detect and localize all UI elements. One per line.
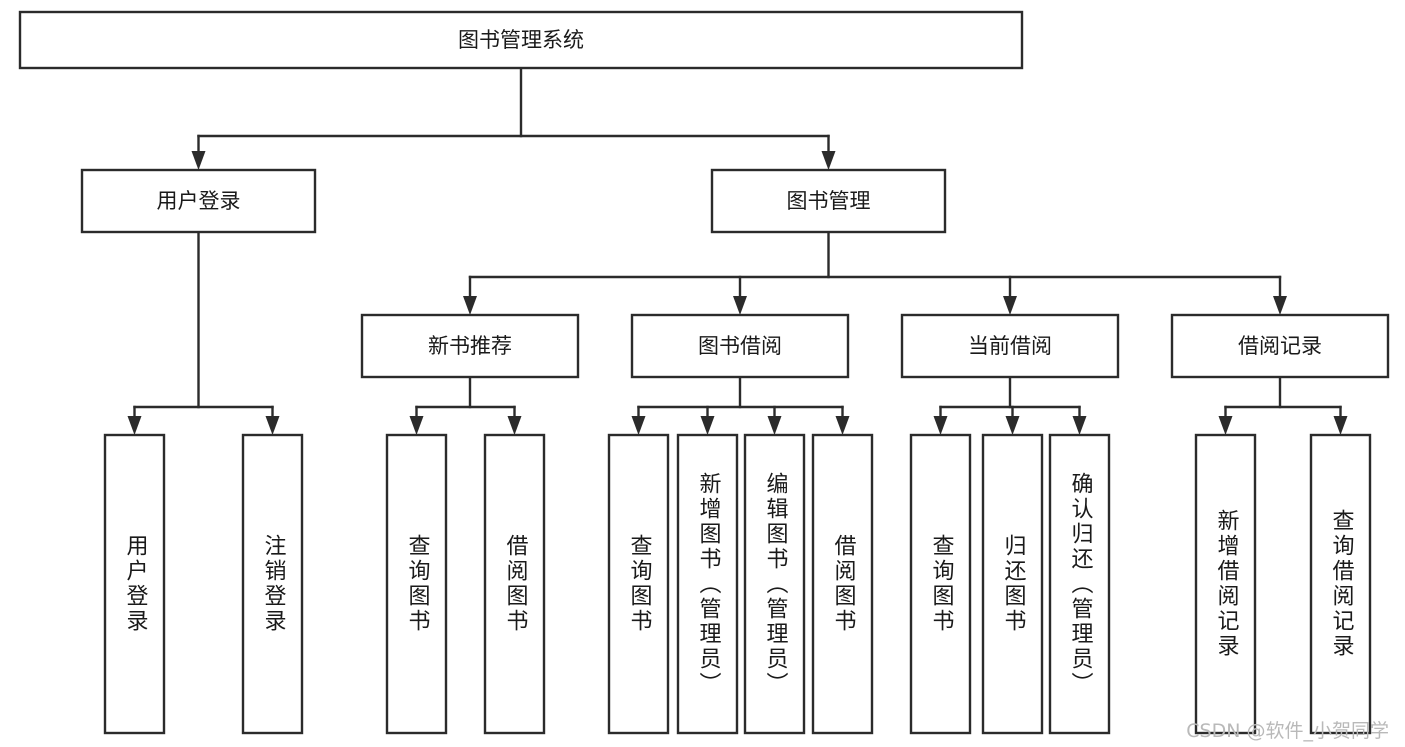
- node-title-label-0: 图书管理系统: [458, 28, 584, 52]
- node-leaf-8[interactable]: [909, 433, 972, 735]
- node-level3-3[interactable]: [1170, 313, 1390, 379]
- arrow-head-icon: [507, 416, 522, 435]
- node-level2-label-1: 图书管理: [787, 189, 871, 213]
- arrow-head-icon: [1333, 416, 1348, 435]
- arrow-head-icon: [1072, 416, 1087, 435]
- node-level3-label-0: 新书推荐: [428, 334, 512, 358]
- arrow-head-icon: [463, 296, 477, 315]
- node-leaf-7[interactable]: [811, 433, 874, 735]
- arrow-head-icon: [1218, 416, 1233, 435]
- arrow-head-icon: [191, 151, 206, 170]
- arrow-head-icon: [1003, 296, 1017, 315]
- arrow-head-icon: [821, 151, 836, 170]
- node-leaf-6[interactable]: [743, 433, 806, 735]
- node-level3-label-3: 借阅记录: [1238, 334, 1322, 358]
- node-level3-label-2: 当前借阅: [968, 334, 1052, 358]
- node-leaf-5[interactable]: [676, 433, 739, 735]
- node-leaf-2[interactable]: [385, 433, 448, 735]
- arrow-head-icon: [1005, 416, 1020, 435]
- arrow-head-icon: [767, 416, 782, 435]
- arrow-head-icon: [700, 416, 715, 435]
- arrow-head-icon: [1273, 296, 1287, 315]
- arrow-head-icon: [835, 416, 850, 435]
- csdn-watermark: CSDN @软件_小贺同学: [1186, 720, 1389, 742]
- node-level2-0[interactable]: [80, 168, 317, 234]
- arrow-head-icon: [733, 296, 747, 315]
- node-level2-1[interactable]: [710, 168, 947, 234]
- connector-layer: [127, 66, 1348, 435]
- arrow-head-icon: [409, 416, 424, 435]
- arrow-head-icon: [933, 416, 948, 435]
- node-leaf-1[interactable]: [241, 433, 304, 735]
- node-level2-label-0: 用户登录: [157, 189, 241, 213]
- node-leaf-0[interactable]: [103, 433, 166, 735]
- box-layer: [18, 10, 1390, 735]
- node-leaf-10[interactable]: [1048, 433, 1111, 735]
- node-title-0[interactable]: [18, 10, 1024, 70]
- node-level3-label-1: 图书借阅: [698, 334, 782, 358]
- node-leaf-9[interactable]: [981, 433, 1044, 735]
- node-level3-2[interactable]: [900, 313, 1120, 379]
- arrow-head-icon: [127, 416, 142, 435]
- node-leaf-4[interactable]: [607, 433, 670, 735]
- node-leaf-3[interactable]: [483, 433, 546, 735]
- node-leaf-12[interactable]: [1309, 433, 1372, 735]
- node-level3-0[interactable]: [360, 313, 580, 379]
- node-level3-1[interactable]: [630, 313, 850, 379]
- node-leaf-11[interactable]: [1194, 433, 1257, 735]
- arrow-head-icon: [631, 416, 646, 435]
- arrow-head-icon: [265, 416, 280, 435]
